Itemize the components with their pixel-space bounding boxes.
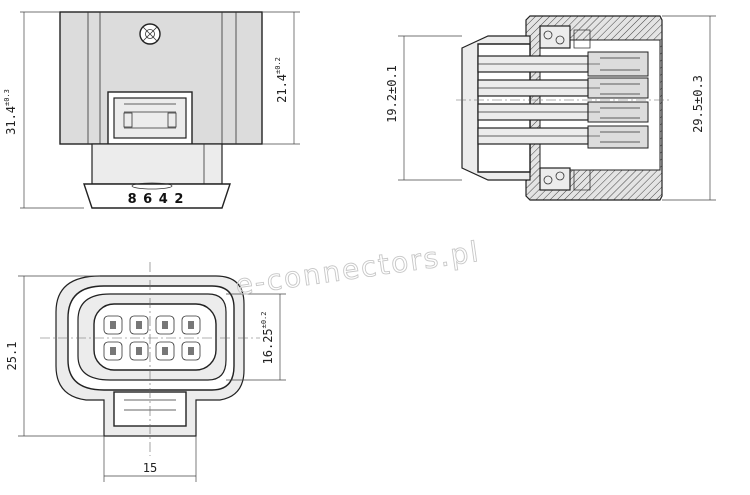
pin-cavity-grid — [93, 303, 217, 371]
pin-numbers: 8 6 4 2 — [128, 192, 185, 207]
terminals — [477, 51, 649, 149]
seal-top — [539, 25, 591, 49]
watermark: e-connectors.pl — [233, 235, 482, 302]
pin-number-collar — [83, 183, 231, 209]
front-view: 8 6 4 2 31.4±0.3 21.4±0.2 — [3, 11, 300, 209]
screw-icon — [139, 23, 161, 45]
dim-16-25: 16.25±0.2 — [260, 312, 275, 365]
seal-bottom — [539, 167, 591, 191]
dim-height-31-4: 31.4±0.3 — [3, 89, 18, 135]
connector-neck — [91, 143, 223, 185]
face-view: 25.1 16.25±0.2 15 — [5, 262, 286, 482]
latch — [107, 91, 193, 145]
dim-height-21-4: 21.4±0.2 — [274, 57, 289, 103]
dim-29-5: 29.5±0.3 — [691, 75, 705, 133]
dim-25-1: 25.1 — [5, 342, 19, 371]
dim-19-2: 19.2±0.1 — [385, 65, 399, 123]
dim-15: 15 — [143, 461, 157, 475]
side-section-view: 19.2±0.1 29.5±0.3 — [385, 15, 716, 201]
